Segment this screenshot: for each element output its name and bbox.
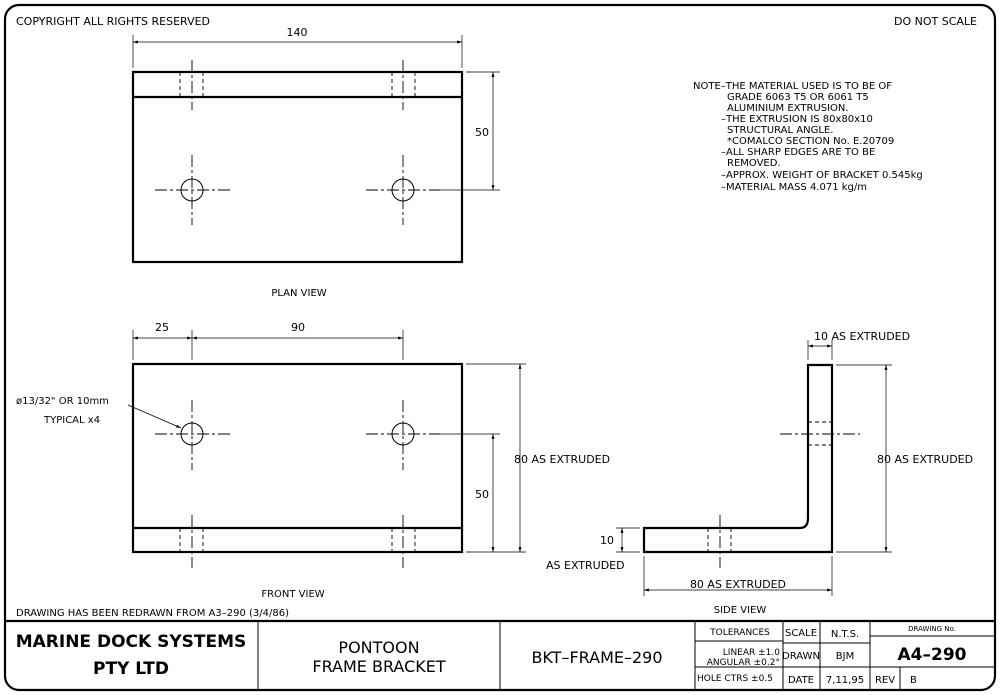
date-value: 7,11,95	[826, 675, 864, 686]
dim-edge-to-hole: 25	[155, 321, 169, 334]
tolerance-angular: ANGULAR ±0.2°	[707, 658, 780, 668]
dim-thickness-left: 10	[600, 534, 614, 547]
company-name: MARINE DOCK SYSTEMS	[16, 632, 247, 652]
scale-label: SCALE	[785, 628, 817, 639]
copyright-text: COPYRIGHT ALL RIGHTS RESERVED	[16, 15, 210, 28]
dim-hole-spacing: 90	[291, 321, 305, 334]
side-view: 10 AS EXTRUDED 80 AS EXTRUDED 80 AS EXTR…	[546, 330, 973, 616]
dim-length: 140	[287, 26, 308, 39]
drawing-no-label: DRAWING No.	[908, 625, 956, 633]
plan-view: 140 50 PLAN VIEW	[131, 26, 500, 299]
note-line: –THE EXTRUSION IS 80x80x10	[721, 114, 873, 125]
note-line: STRUCTURAL ANGLE.	[727, 125, 833, 136]
scale-value: N.T.S.	[831, 629, 859, 640]
rev-value: B	[910, 675, 917, 686]
dim-thickness-top: 10 AS EXTRUDED	[814, 330, 910, 343]
notes: NOTE–THE MATERIAL USED IS TO BE OF GRADE…	[693, 81, 923, 193]
front-view: 25 90 80 AS EXTRUDED 50 ø13/32" OR 10mm …	[16, 321, 610, 600]
rev-label: REV	[875, 675, 895, 686]
dim-side-height: 80 AS EXTRUDED	[877, 453, 973, 466]
note-line: –ALL SHARP EDGES ARE TO BE	[721, 147, 875, 158]
drawn-label: DRAWN	[782, 651, 820, 662]
note-line: NOTE–THE MATERIAL USED IS TO BE OF	[693, 81, 892, 92]
dim-side-width: 80 AS EXTRUDED	[690, 578, 786, 591]
dim-height: 80 AS EXTRUDED	[514, 453, 610, 466]
part-number: BKT–FRAME–290	[531, 648, 662, 667]
tolerances-label: TOLERANCES	[709, 628, 770, 638]
plan-view-label: PLAN VIEW	[271, 288, 326, 299]
redrawn-note: DRAWING HAS BEEN REDRAWN FROM A3–290 (3/…	[16, 608, 289, 619]
drawing-number: A4–290	[898, 645, 967, 665]
drawing-subtitle: FRAME BRACKET	[312, 657, 446, 676]
front-view-label: FRONT VIEW	[261, 589, 324, 600]
title-block: MARINE DOCK SYSTEMS PTY LTD PONTOON FRAM…	[5, 619, 995, 690]
note-line: –APPROX. WEIGHT OF BRACKET 0.545kg	[721, 170, 923, 181]
tolerance-hole-ctrs: HOLE CTRS ±0.5	[697, 674, 773, 684]
hole-note: ø13/32" OR 10mm	[16, 396, 109, 407]
note-line: REMOVED.	[727, 158, 781, 169]
do-not-scale-text: DO NOT SCALE	[894, 15, 977, 28]
company-suffix: PTY LTD	[93, 659, 169, 679]
date-label: DATE	[788, 675, 814, 686]
side-view-label: SIDE VIEW	[714, 605, 767, 616]
note-line: ALUMINIUM EXTRUSION.	[727, 103, 849, 114]
note-line: GRADE 6063 T5 OR 6061 T5	[727, 92, 869, 103]
note-line: –MATERIAL MASS 4.071 kg/m	[721, 182, 867, 193]
note-line: *COMALCO SECTION No. E.20709	[727, 136, 894, 147]
tolerance-linear: LINEAR ±1.0	[723, 648, 780, 658]
drawing-title: PONTOON	[338, 638, 419, 657]
hole-note-typical: TYPICAL x4	[43, 415, 100, 426]
dim-hole-offset: 50	[475, 126, 489, 139]
dim-hole-height: 50	[475, 488, 489, 501]
dim-thickness-left-2: AS EXTRUDED	[546, 559, 625, 572]
drawn-value: BJM	[836, 651, 854, 662]
